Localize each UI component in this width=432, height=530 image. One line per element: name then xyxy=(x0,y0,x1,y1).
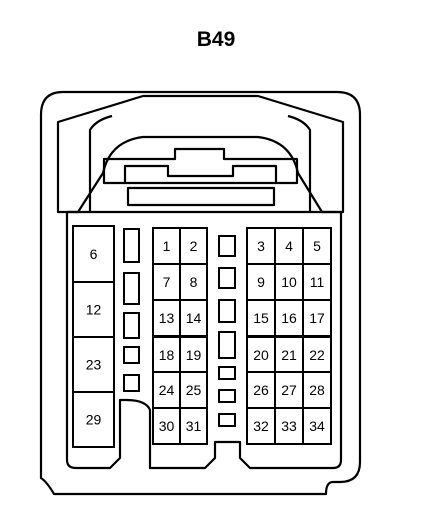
svg-text:11: 11 xyxy=(310,274,325,290)
pin-18: 18 xyxy=(152,336,181,374)
lock-tab xyxy=(102,147,299,185)
lock-window-left xyxy=(123,164,175,183)
svg-text:30: 30 xyxy=(159,418,175,434)
pin-30: 30 xyxy=(152,407,181,445)
pin-10: 10 xyxy=(274,263,304,301)
svg-text:8: 8 xyxy=(190,274,198,290)
housing-outline xyxy=(39,90,362,496)
svg-text:17: 17 xyxy=(309,310,325,326)
svg-text:14: 14 xyxy=(186,310,202,326)
svg-text:9: 9 xyxy=(257,274,265,290)
svg-text:23: 23 xyxy=(86,357,102,373)
svg-text:12: 12 xyxy=(86,302,102,318)
svg-text:28: 28 xyxy=(309,382,325,398)
pin-13: 13 xyxy=(152,299,181,337)
svg-text:15: 15 xyxy=(253,310,269,326)
cavity-frame xyxy=(65,210,343,470)
latch-inner xyxy=(88,114,312,212)
pin-19: 19 xyxy=(179,336,208,374)
spacer-slot xyxy=(218,267,236,289)
pin-26: 26 xyxy=(246,371,276,409)
pin-11: 11 xyxy=(302,263,332,301)
svg-text:5: 5 xyxy=(313,238,321,254)
pin-15: 15 xyxy=(246,299,276,337)
pin-29: 29 xyxy=(72,391,115,448)
svg-text:1: 1 xyxy=(163,238,171,254)
pin-31: 31 xyxy=(179,407,208,445)
pin-5: 5 xyxy=(302,227,332,265)
spacer-slot xyxy=(218,413,236,427)
latch-outer xyxy=(56,94,345,214)
svg-text:6: 6 xyxy=(90,246,98,262)
spacer-slots xyxy=(123,228,236,427)
pin-14: 14 xyxy=(179,299,208,337)
svg-text:13: 13 xyxy=(159,310,175,326)
svg-text:7: 7 xyxy=(163,274,171,290)
pin-12: 12 xyxy=(72,281,115,338)
pin-34: 34 xyxy=(302,407,332,445)
pin-24: 24 xyxy=(152,371,181,409)
spacer-slot xyxy=(123,346,140,364)
pin-27: 27 xyxy=(274,371,304,409)
spacer-slot xyxy=(218,235,236,257)
spacer-slot xyxy=(218,331,236,359)
pin-8: 8 xyxy=(179,263,208,301)
pin-33: 33 xyxy=(274,407,304,445)
svg-text:32: 32 xyxy=(253,418,269,434)
pin-25: 25 xyxy=(179,371,208,409)
svg-text:33: 33 xyxy=(281,418,297,434)
svg-text:25: 25 xyxy=(186,382,202,398)
svg-text:24: 24 xyxy=(159,382,175,398)
svg-text:18: 18 xyxy=(159,347,175,363)
svg-text:2: 2 xyxy=(190,238,198,254)
pin-9: 9 xyxy=(246,263,276,301)
spacer-slot xyxy=(218,366,236,380)
svg-text:10: 10 xyxy=(281,274,297,290)
svg-text:3: 3 xyxy=(257,238,265,254)
pin-1: 1 xyxy=(152,227,181,265)
svg-text:27: 27 xyxy=(281,382,297,398)
svg-text:34: 34 xyxy=(309,418,325,434)
spacer-slot xyxy=(123,312,140,339)
pin-20: 20 xyxy=(246,336,276,374)
spacer-slot xyxy=(218,389,236,403)
pin-23: 23 xyxy=(72,336,115,393)
spacer-slot xyxy=(123,272,140,305)
guide-bar xyxy=(126,186,276,207)
svg-text:26: 26 xyxy=(253,382,269,398)
pin-16: 16 xyxy=(274,299,304,337)
svg-text:20: 20 xyxy=(253,347,269,363)
spacer-slot xyxy=(123,374,140,392)
connector-title: B49 xyxy=(196,28,236,51)
svg-text:22: 22 xyxy=(309,347,325,363)
svg-text:31: 31 xyxy=(186,418,202,434)
pin-22: 22 xyxy=(302,336,332,374)
left-pin-block: 6 12 23 29 xyxy=(72,225,115,448)
pin-3: 3 xyxy=(246,227,276,265)
pin-28: 28 xyxy=(302,371,332,409)
pin-4: 4 xyxy=(274,227,304,265)
spacer-slot xyxy=(123,228,140,263)
middle-pin-block: 1 2 7 8 13 14 18 19 24 25 30 31 xyxy=(152,227,208,445)
pin-2: 2 xyxy=(179,227,208,265)
svg-text:19: 19 xyxy=(186,347,202,363)
pin-7: 7 xyxy=(152,263,181,301)
spacer-slot xyxy=(218,299,236,323)
svg-text:21: 21 xyxy=(281,347,297,363)
svg-text:29: 29 xyxy=(86,412,102,428)
pin-17: 17 xyxy=(302,299,332,337)
svg-text:4: 4 xyxy=(285,238,293,254)
lock-window-right xyxy=(226,164,278,183)
pin-6: 6 xyxy=(72,225,115,283)
pin-32: 32 xyxy=(246,407,276,445)
svg-text:16: 16 xyxy=(281,310,297,326)
pin-21: 21 xyxy=(274,336,304,374)
